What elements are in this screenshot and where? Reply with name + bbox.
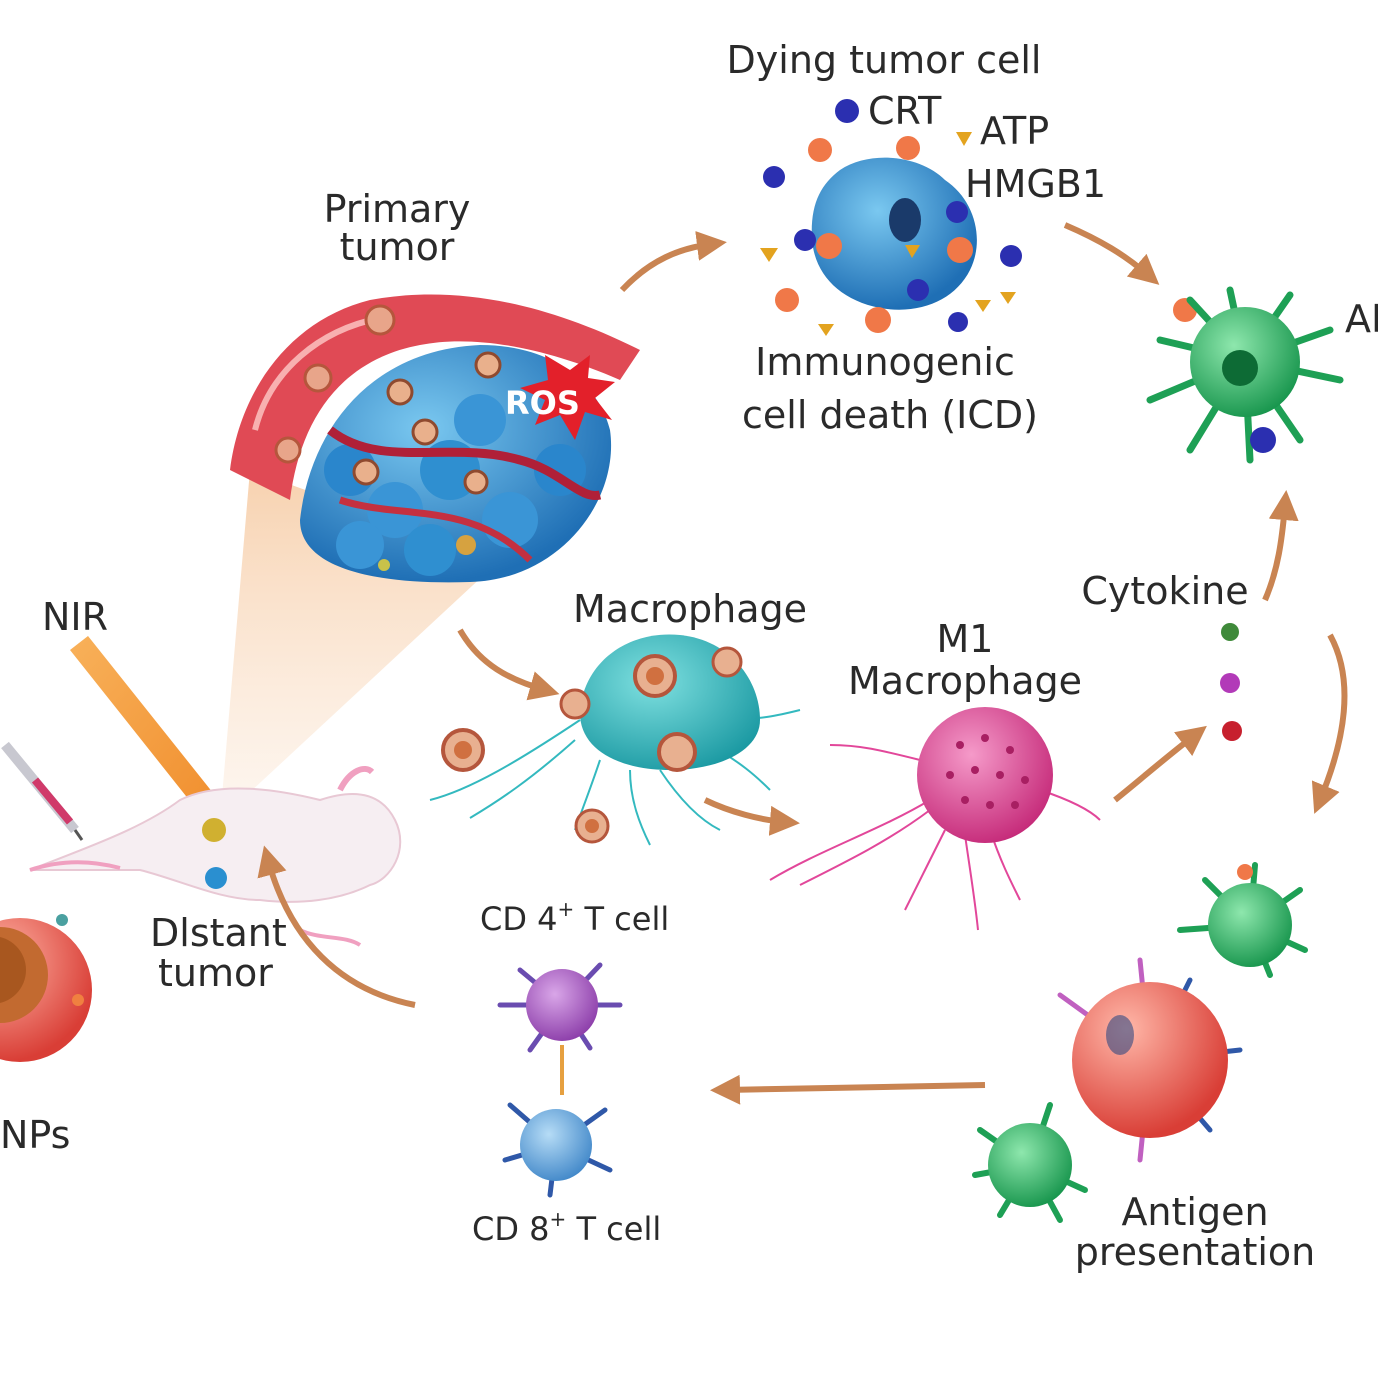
antigen-presentation-label: Antigen <box>1121 1190 1268 1234</box>
arrow-antigen-to-tcells <box>710 1074 986 1105</box>
syringe <box>1 741 84 841</box>
cd4-label: CD 4+ T cell <box>480 897 669 938</box>
ros-label: ROS <box>505 384 580 422</box>
cd4-t-cell <box>497 962 623 1053</box>
antigen-presentation-label-2: presentation <box>1075 1230 1316 1274</box>
antigen-presentation-cluster <box>972 862 1308 1223</box>
m1-label-2: Macrophage <box>848 659 1082 703</box>
m1-macrophage-cell <box>769 707 1101 931</box>
cytokine-label: Cytokine <box>1081 569 1248 613</box>
atp-legend-icon <box>956 132 972 146</box>
nir-label: NIR <box>42 595 108 639</box>
macrophage-cell <box>429 634 801 846</box>
crt-legend-dot <box>835 99 859 123</box>
primary-tumor-label: Primary <box>324 187 471 231</box>
arrow-tumor-to-macrophage <box>457 628 560 701</box>
arrow-icd-to-apc <box>1063 222 1160 285</box>
dying-tumor-cell <box>760 136 1197 336</box>
cytokine-icons <box>1220 623 1242 741</box>
distant-tumor-label: Dlstant <box>150 911 287 955</box>
atp-label: ATP <box>980 109 1049 153</box>
icd-label: Immunogenic <box>755 340 1015 384</box>
flow-arrows <box>257 222 1348 1105</box>
hmgb1-label: HMGB1 <box>965 162 1106 206</box>
nps-label: NPs <box>0 1113 70 1157</box>
cd8-label: CD 8+ T cell <box>472 1207 661 1248</box>
arrow-cytokine-to-apc <box>1262 490 1299 602</box>
arrow-m1-to-cytokine <box>1113 725 1207 803</box>
macrophage-label: Macrophage <box>573 587 807 631</box>
apc-label-partial: AP <box>1345 297 1378 341</box>
arrow-apc-to-antigen <box>1311 633 1348 814</box>
ros-burst <box>520 355 615 440</box>
primary-tumor-label-2: tumor <box>340 225 455 269</box>
primary-tumor-illustration <box>230 294 640 583</box>
nanoparticle <box>0 914 92 1062</box>
arrow-tcells-to-distant-tumor <box>257 845 416 1008</box>
arrow-primary-to-icd <box>619 230 727 293</box>
nir-beam <box>70 636 225 820</box>
icd-label-2: cell death (ICD) <box>742 393 1038 437</box>
dendritic-cell-apc <box>1146 286 1344 464</box>
crt-label: CRT <box>868 89 942 133</box>
cd8-t-cell <box>502 1102 613 1198</box>
arrow-macrophage-to-m1 <box>703 797 800 836</box>
m1-label: M1 <box>937 617 994 661</box>
mouse-illustration <box>29 766 402 947</box>
distant-tumor-label-2: tumor <box>158 951 273 995</box>
dying-tumor-cell-label: Dying tumor cell <box>727 38 1042 82</box>
